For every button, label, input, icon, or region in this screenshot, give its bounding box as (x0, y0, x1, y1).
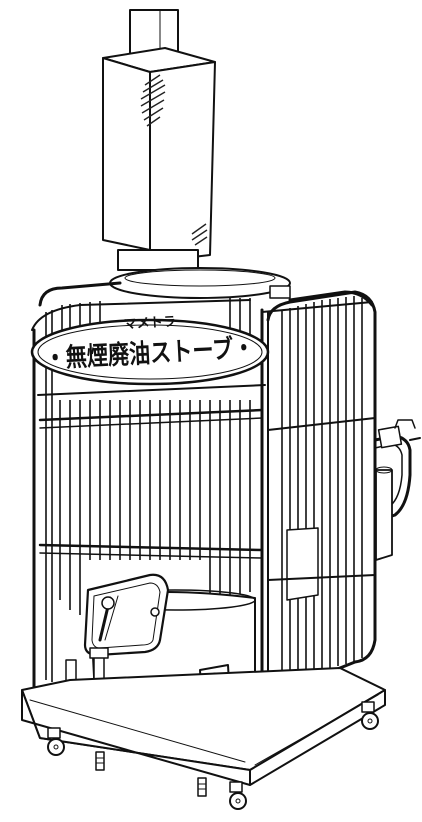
caster-back-right (361, 701, 379, 730)
oil-tank (375, 466, 393, 561)
nameplate-brand: マメトラ (123, 315, 176, 333)
nameplate: マメトラ ・無煙廃油ストーブ・ (30, 315, 270, 386)
leveling-foot (197, 777, 207, 797)
front-rails (32, 308, 269, 692)
side-panel (266, 290, 377, 692)
caster-front-right (229, 781, 247, 810)
caster-middle (95, 751, 105, 771)
chimney-hatch (140, 74, 208, 246)
chimney-box (102, 47, 216, 263)
caster-front-left (47, 727, 65, 756)
cart-base (21, 667, 386, 786)
chimney-collar (109, 249, 291, 299)
oil-supply-pipe (373, 419, 421, 522)
